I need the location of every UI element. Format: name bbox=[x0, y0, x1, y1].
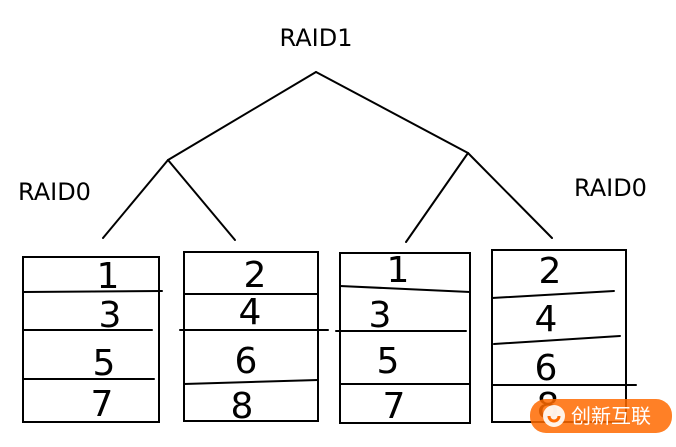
disk-1-block: 3 bbox=[99, 295, 122, 336]
disk-2-block: 6 bbox=[235, 341, 258, 382]
disk-4-divider bbox=[491, 290, 615, 299]
connector-right-disk3 bbox=[405, 152, 469, 243]
raid1-label: RAID1 bbox=[280, 24, 353, 52]
disk-4-divider bbox=[493, 335, 621, 345]
disk-1-divider bbox=[22, 290, 163, 293]
disk-3-block: 7 bbox=[383, 386, 406, 427]
tree-connectors bbox=[102, 71, 553, 243]
disk-2: 2 4 6 8 bbox=[179, 251, 329, 427]
disk-3-block: 1 bbox=[387, 250, 410, 291]
disk-2-block: 4 bbox=[239, 292, 262, 333]
watermark-text: 创新互联 bbox=[571, 404, 651, 428]
disk-2-divider bbox=[183, 379, 319, 385]
disk-3-divider bbox=[339, 285, 471, 293]
disk-1-block: 1 bbox=[97, 256, 120, 297]
watermark: 创新互联 bbox=[530, 399, 672, 433]
disk-2-block: 2 bbox=[244, 255, 267, 296]
connector-root-right bbox=[315, 71, 469, 154]
disk-4-block: 6 bbox=[535, 348, 558, 389]
disk-4: 2 4 6 8 bbox=[491, 249, 637, 427]
watermark-logo-mark bbox=[547, 415, 561, 423]
connector-right-disk4 bbox=[467, 152, 553, 239]
disk-4-block: 4 bbox=[535, 299, 558, 340]
disk-4-outline bbox=[491, 249, 627, 423]
disk-2-block: 8 bbox=[231, 386, 254, 427]
connector-left-disk1 bbox=[102, 159, 169, 239]
disk-4-block: 2 bbox=[539, 251, 562, 292]
raid0-left-label: RAID0 bbox=[18, 178, 91, 206]
disk-3-outline bbox=[339, 252, 471, 424]
watermark-badge bbox=[530, 399, 672, 433]
disk-1-block: 5 bbox=[93, 343, 116, 384]
disk-3-block: 5 bbox=[377, 341, 400, 382]
disk-2-outline bbox=[183, 251, 319, 422]
disk-1-block: 7 bbox=[91, 384, 114, 425]
connector-left-disk2 bbox=[167, 159, 236, 241]
disk-1-outline bbox=[22, 256, 160, 423]
connector-root-left bbox=[167, 71, 317, 161]
disk-1: 1 3 5 7 bbox=[22, 256, 163, 425]
disk-3-block: 3 bbox=[369, 295, 392, 336]
raid0-right-label: RAID0 bbox=[574, 174, 647, 202]
disk-3: 1 3 5 7 bbox=[335, 250, 471, 427]
watermark-logo-icon bbox=[543, 405, 565, 427]
